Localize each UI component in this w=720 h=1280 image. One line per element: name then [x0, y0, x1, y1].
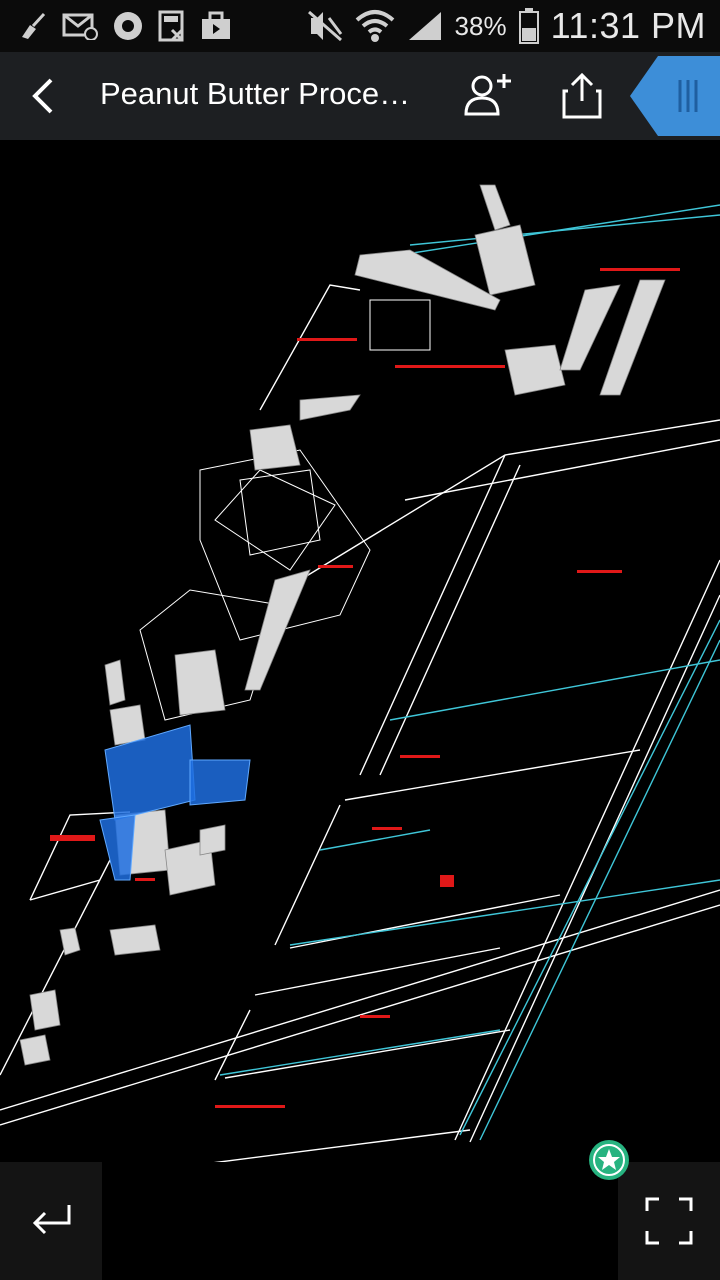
- star-badge-icon[interactable]: [588, 1139, 630, 1181]
- share-icon: [562, 73, 602, 119]
- email-icon: [62, 13, 98, 40]
- system-icons: 38% 11:31 PM: [307, 5, 706, 46]
- status-bar: 38% 11:31 PM: [0, 0, 720, 52]
- share-button[interactable]: [552, 66, 612, 126]
- floor-plan-lines: [0, 284, 720, 1162]
- wifi-icon: [355, 10, 394, 42]
- notification-icons: [18, 10, 232, 42]
- drawing-annotation-marks: [50, 268, 680, 1108]
- chevron-left-icon: [32, 78, 53, 114]
- fullscreen-button[interactable]: [618, 1162, 720, 1280]
- broom-icon: [22, 12, 46, 39]
- undo-view-button[interactable]: [0, 1162, 102, 1280]
- app-toolbar: Peanut Butter Proce…: [0, 52, 720, 140]
- clock: 11:31 PM: [550, 5, 706, 46]
- battery-percent: 38%: [454, 10, 507, 41]
- share-with-people-button[interactable]: [458, 66, 518, 126]
- back-button[interactable]: [12, 66, 72, 126]
- equipment-solids: [19, 184, 666, 1066]
- signal-icon: [408, 12, 441, 40]
- calculator-icon: [158, 10, 184, 42]
- briefcase-icon: [202, 11, 230, 39]
- add-person-icon: [464, 74, 511, 116]
- drawer-handle[interactable]: [630, 56, 720, 136]
- battery-icon: [518, 8, 539, 44]
- drawing-title: Peanut Butter Proce…: [100, 76, 411, 111]
- return-arrow-icon: [32, 1205, 71, 1235]
- cad-drawing[interactable]: [0, 140, 720, 1162]
- mute-icon: [307, 10, 342, 42]
- drawing-canvas[interactable]: [0, 140, 720, 1162]
- highlighted-equipment[interactable]: [99, 724, 251, 881]
- drawer-handle-icon: [630, 56, 720, 136]
- fullscreen-icon: [645, 1197, 693, 1245]
- record-icon: [114, 12, 142, 40]
- utility-lines: [219, 204, 720, 1141]
